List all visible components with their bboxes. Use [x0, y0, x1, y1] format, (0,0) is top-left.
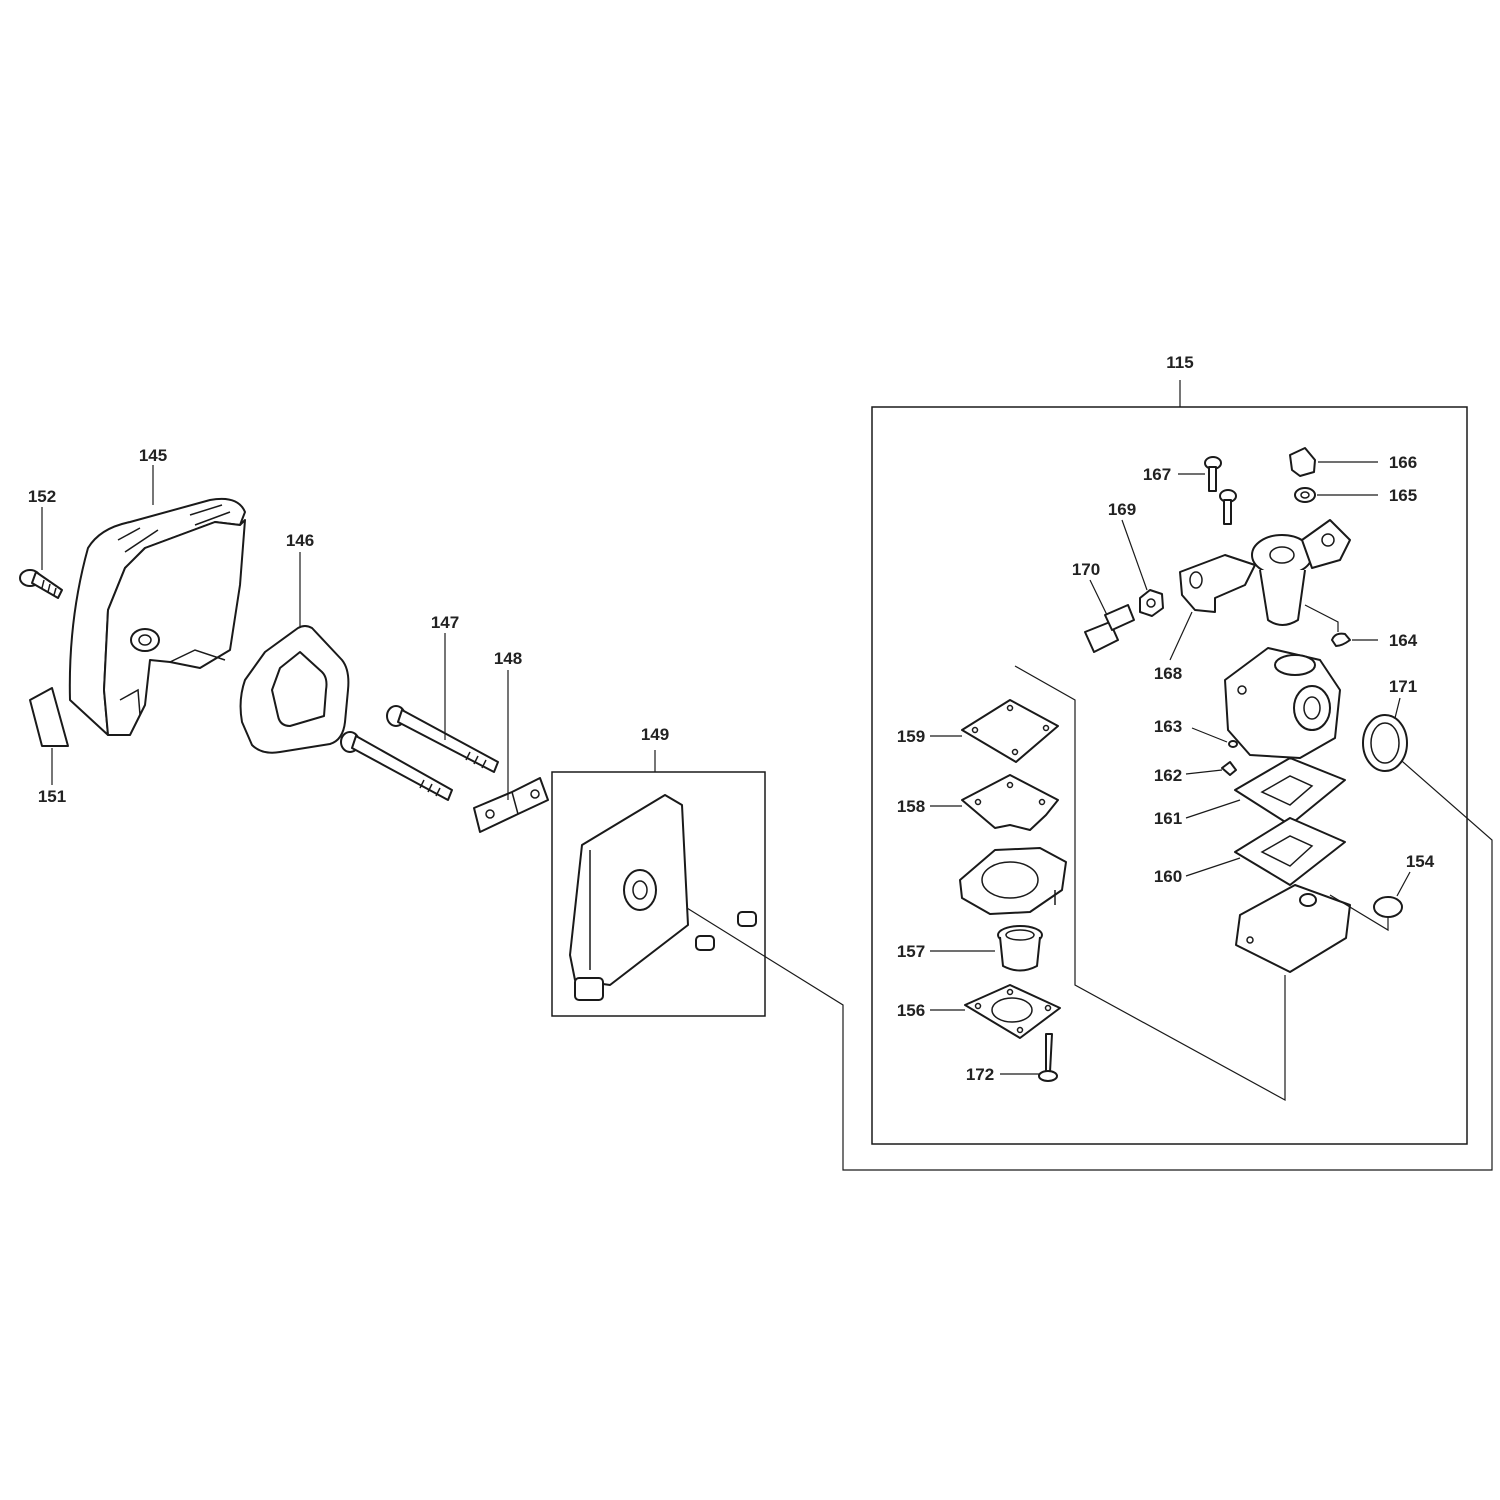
part-166-cap — [1289, 447, 1316, 477]
label-166: 166 — [1389, 453, 1417, 472]
label-152: 152 — [28, 487, 56, 506]
part-156-gasket — [964, 984, 1061, 1039]
cleaner-base-box — [551, 771, 766, 1017]
part-169-nut — [1139, 589, 1164, 617]
label-158: 158 — [897, 797, 925, 816]
part-145-cover — [68, 497, 246, 736]
part-163-ball — [1228, 740, 1238, 748]
label-160: 160 — [1154, 867, 1182, 886]
part-168-bracket — [1179, 554, 1256, 613]
label-147: 147 — [431, 613, 459, 632]
label-159: 159 — [897, 727, 925, 746]
label-149: 149 — [641, 725, 669, 744]
label-169: 169 — [1108, 500, 1136, 519]
label-148: 148 — [494, 649, 522, 668]
part-159-gasket — [961, 699, 1059, 763]
part-161-gasket — [1234, 757, 1346, 826]
label-168: 168 — [1154, 664, 1182, 683]
label-161: 161 — [1154, 809, 1182, 828]
part-170-stud — [1084, 604, 1135, 653]
part-171-ring — [1362, 714, 1408, 772]
part-148-plate — [473, 777, 549, 833]
part-167-screws — [1204, 456, 1237, 525]
label-154: 154 — [1406, 852, 1435, 871]
label-163: 163 — [1154, 717, 1182, 736]
part-160-diaphragm — [1234, 817, 1346, 886]
pump-cover — [959, 847, 1067, 915]
part-146-filter — [239, 625, 350, 754]
carburetor-main-body — [1224, 647, 1341, 759]
part-157-cup — [997, 925, 1043, 972]
label-164: 164 — [1389, 631, 1418, 650]
label-171: 171 — [1389, 677, 1417, 696]
part-158-diaphragm — [961, 774, 1059, 831]
label-145: 145 — [139, 446, 167, 465]
label-162: 162 — [1154, 766, 1182, 785]
label-172: 172 — [966, 1065, 994, 1084]
label-156: 156 — [897, 1001, 925, 1020]
label-146: 146 — [286, 531, 314, 550]
label-157: 157 — [897, 942, 925, 961]
label-165: 165 — [1389, 486, 1417, 505]
part-165-washer — [1294, 487, 1316, 503]
label-115: 115 — [1166, 353, 1193, 372]
label-170: 170 — [1072, 560, 1100, 579]
part-154-cap — [1373, 896, 1403, 918]
connection-line-149-171 — [657, 754, 1493, 1171]
part-149-base — [569, 794, 757, 1001]
part-164-clip — [1331, 632, 1351, 647]
part-151-pad — [29, 687, 69, 747]
part-152-bolt — [19, 569, 63, 599]
carburetor-top-body — [1251, 519, 1351, 626]
part-172-screw — [1038, 1033, 1058, 1082]
metering-cover — [1235, 884, 1351, 973]
part-162-needle — [1221, 761, 1237, 776]
label-167: 167 — [1143, 465, 1171, 484]
part-147-bolts — [340, 705, 499, 801]
carburetor-assembly-box — [871, 406, 1468, 1145]
label-151: 151 — [38, 787, 66, 806]
